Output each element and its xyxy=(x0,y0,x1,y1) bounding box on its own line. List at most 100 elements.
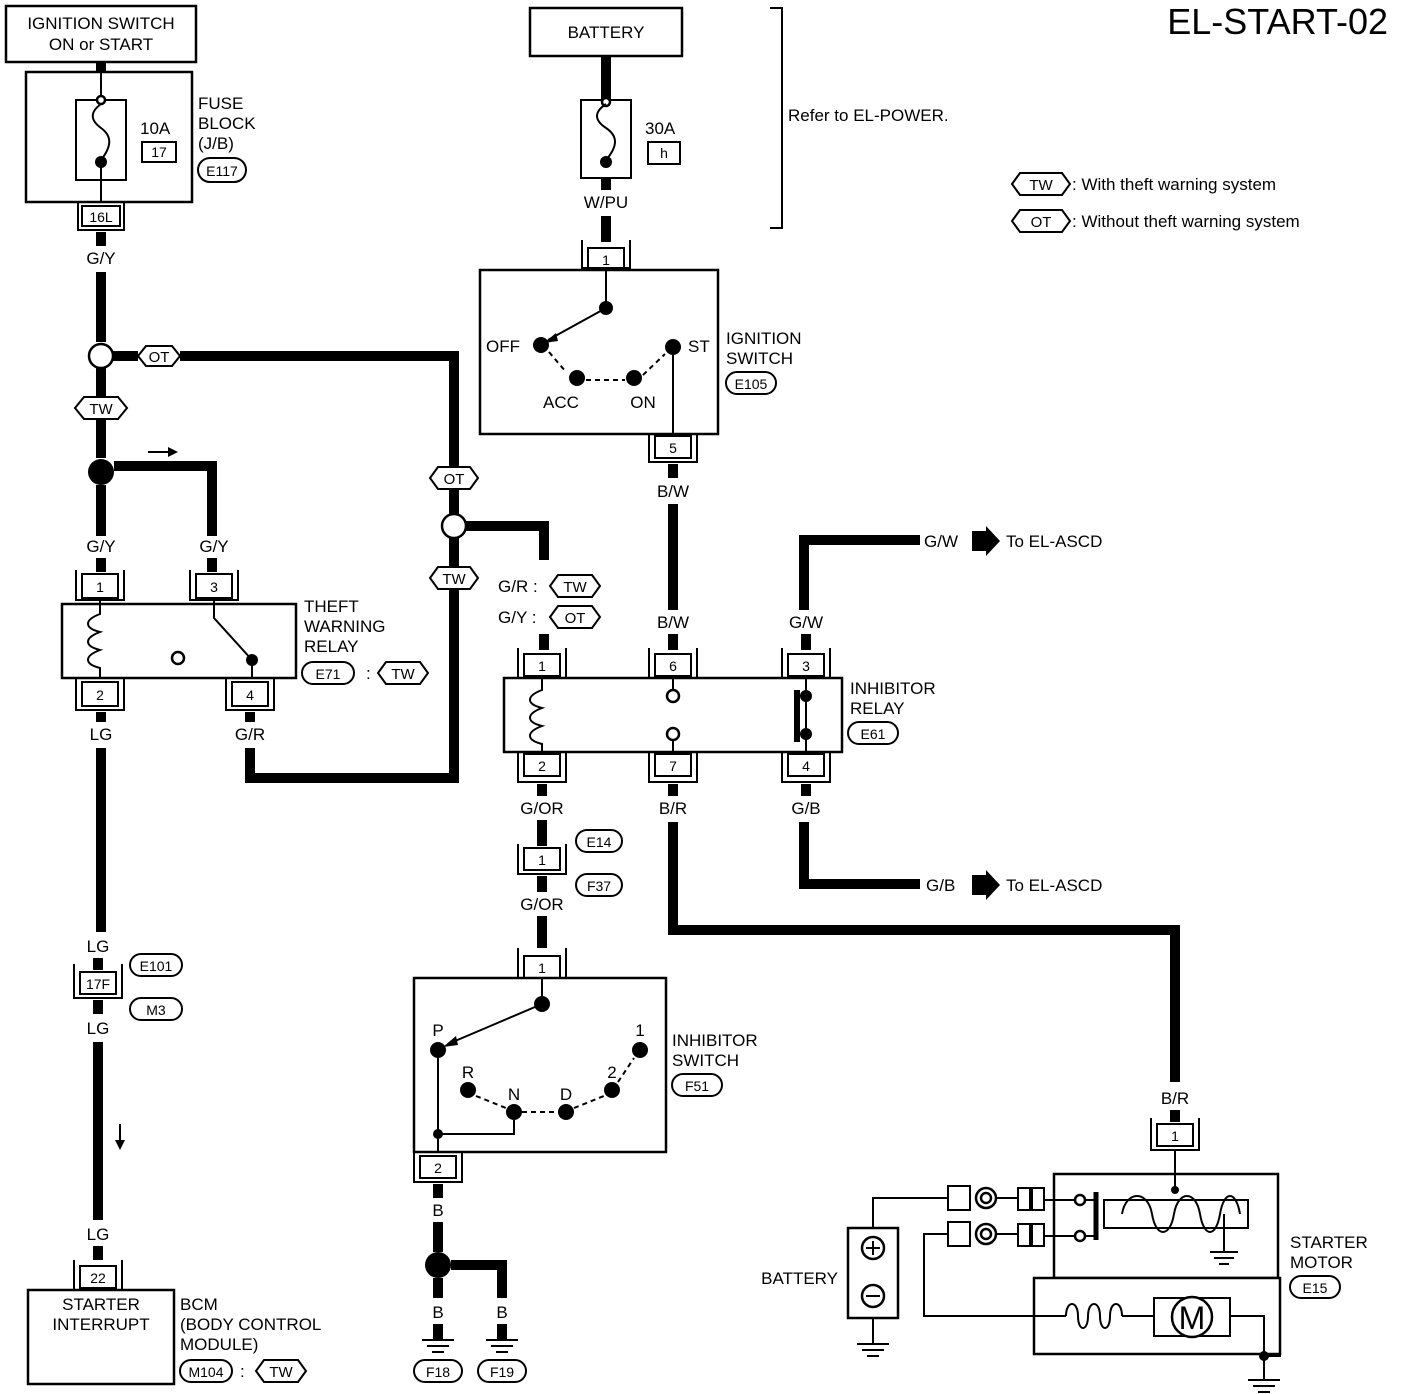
svg-text:2: 2 xyxy=(96,687,104,703)
ignition-source-box xyxy=(4,4,198,64)
legend-ot-text: : Without theft warning system xyxy=(1072,212,1300,231)
ground-f18-icon xyxy=(422,1339,454,1353)
svg-text:4: 4 xyxy=(802,758,810,774)
inhibitor-switch-arrow-icon xyxy=(443,1036,458,1047)
svg-text:G/R :: G/R : xyxy=(498,577,538,596)
pos-p: P xyxy=(432,1021,443,1040)
wire-label-b-2: B xyxy=(432,1303,443,1322)
arrow-to-ascd-1-icon xyxy=(972,526,1000,556)
svg-text:17F: 17F xyxy=(86,976,110,992)
svg-text:2: 2 xyxy=(538,758,546,774)
ign-off-label: OFF xyxy=(486,337,520,356)
svg-text:TW: TW xyxy=(391,666,415,683)
ign-on-label: ON xyxy=(630,393,656,412)
wire-g-b xyxy=(799,822,920,889)
bcm-box-line1: STARTER xyxy=(62,1295,140,1314)
starter-motor: M xyxy=(1017,1150,1282,1393)
theft-relay-label-1: THEFT xyxy=(304,597,359,616)
wire-label-b-w-1: B/W xyxy=(657,482,689,501)
connector-17f xyxy=(79,971,117,995)
tag-ot-2 xyxy=(428,466,480,490)
svg-text:OT: OT xyxy=(444,471,465,488)
connector-e14 xyxy=(523,847,561,871)
svg-text:TW: TW xyxy=(269,1364,293,1381)
ground-f19-label: F19 xyxy=(490,1364,514,1380)
connector-e14-label: E14 xyxy=(587,834,612,850)
pos-d: D xyxy=(560,1085,572,1104)
svg-text:1: 1 xyxy=(602,252,610,268)
battery-bottom-label: BATTERY xyxy=(761,1269,838,1288)
tag-ot-3 xyxy=(548,605,602,629)
wire-label-g-y-2: G/Y xyxy=(86,537,115,556)
wire-label-g-y-1: G/Y xyxy=(86,249,115,268)
svg-text:1: 1 xyxy=(1171,1128,1179,1144)
legend-ot-tag: OT xyxy=(1031,214,1052,231)
wire-label-b-3: B xyxy=(496,1303,507,1322)
wire-label-b-r-1: B/R xyxy=(659,799,687,818)
svg-text::: : xyxy=(366,664,371,683)
inhibitor-relay-coil-icon xyxy=(529,678,546,752)
connector-16l xyxy=(81,205,121,227)
connector-e101-label: E101 xyxy=(140,958,173,974)
svg-text:1: 1 xyxy=(96,579,104,595)
fuse-block-connector: E117 xyxy=(206,163,238,179)
wire-label-lg-4: LG xyxy=(87,1225,110,1244)
arrow-to-ascd-2-icon xyxy=(972,870,1000,900)
fuse-10a-amp: 10A xyxy=(140,119,171,138)
ign-switch-connector: E105 xyxy=(735,376,768,392)
svg-text::: : xyxy=(240,1362,245,1381)
inhibitor-relay-connector: E61 xyxy=(861,726,886,742)
legend-tw: TW : With theft warning system xyxy=(1010,172,1276,196)
inhibitor-switch-label-1: INHIBITOR xyxy=(672,1031,758,1050)
arrow-down-small-icon xyxy=(115,1140,125,1150)
svg-text:TW: TW xyxy=(89,401,113,418)
starter-pin xyxy=(1156,1123,1194,1147)
bcm-pin xyxy=(79,1265,117,1289)
pos-n: N xyxy=(508,1085,520,1104)
svg-text:1: 1 xyxy=(538,658,546,674)
splice-solid-2 xyxy=(425,1252,451,1278)
bcm-connector: M104 xyxy=(188,1364,223,1380)
svg-text:4: 4 xyxy=(246,687,254,703)
ign-switch-label-2: SWITCH xyxy=(726,349,793,368)
starter-ground-icon xyxy=(1248,1379,1280,1393)
wire-b-r xyxy=(668,822,1180,1082)
tag-tw-relay xyxy=(376,661,430,685)
theft-relay-connector: E71 xyxy=(316,666,341,682)
wire-label-lg-2: LG xyxy=(87,937,110,956)
refer-bracket xyxy=(770,7,783,229)
splice-solid-1 xyxy=(88,459,114,485)
theft-relay-label-3: RELAY xyxy=(304,637,359,656)
inhibitor-switch-label-2: SWITCH xyxy=(672,1051,739,1070)
theft-relay-label-2: WARNING xyxy=(304,617,386,636)
wire-label-g-or-1: G/OR xyxy=(520,799,563,818)
wire-label-lg-3: LG xyxy=(87,1019,110,1038)
wire-label-b-1: B xyxy=(432,1201,443,1220)
wire-label-g-b-2: G/B xyxy=(926,876,955,895)
battery-top-box xyxy=(528,6,684,58)
wire-g-r-return xyxy=(245,590,459,783)
wire-label-lg-1: LG xyxy=(90,725,113,744)
fuse-block-label-3: (J/B) xyxy=(198,134,234,153)
fuse-10a-number: 17 xyxy=(151,144,167,160)
fuse-30a-element-icon xyxy=(596,103,616,161)
tag-tw-bcm xyxy=(254,1359,308,1383)
connector-16l-label: 16L xyxy=(89,209,113,225)
battery-plus-icon xyxy=(866,1241,880,1255)
wire-label-g-w-2: G/W xyxy=(789,613,823,632)
wire-ot-branch xyxy=(180,351,459,466)
svg-text:1: 1 xyxy=(538,852,546,868)
ignition-source-line2: ON or START xyxy=(49,35,153,54)
wire-label-b-r-2: B/R xyxy=(1161,1089,1189,1108)
svg-text:3: 3 xyxy=(802,658,810,674)
refer-note: Refer to EL-POWER. xyxy=(788,106,949,125)
svg-text:G/Y :: G/Y : xyxy=(498,608,536,627)
motor-icon xyxy=(1170,1295,1214,1339)
to-ascd-2: To EL-ASCD xyxy=(1006,876,1102,895)
tag-tw-2 xyxy=(428,566,480,590)
ground-f18-label: F18 xyxy=(426,1364,450,1380)
wire-g-y-to-relay-3 xyxy=(114,461,217,536)
wire-label-g-w-1: G/W xyxy=(924,532,958,551)
svg-text:TW: TW xyxy=(563,579,587,596)
legend-tw-tag: TW xyxy=(1029,177,1053,194)
